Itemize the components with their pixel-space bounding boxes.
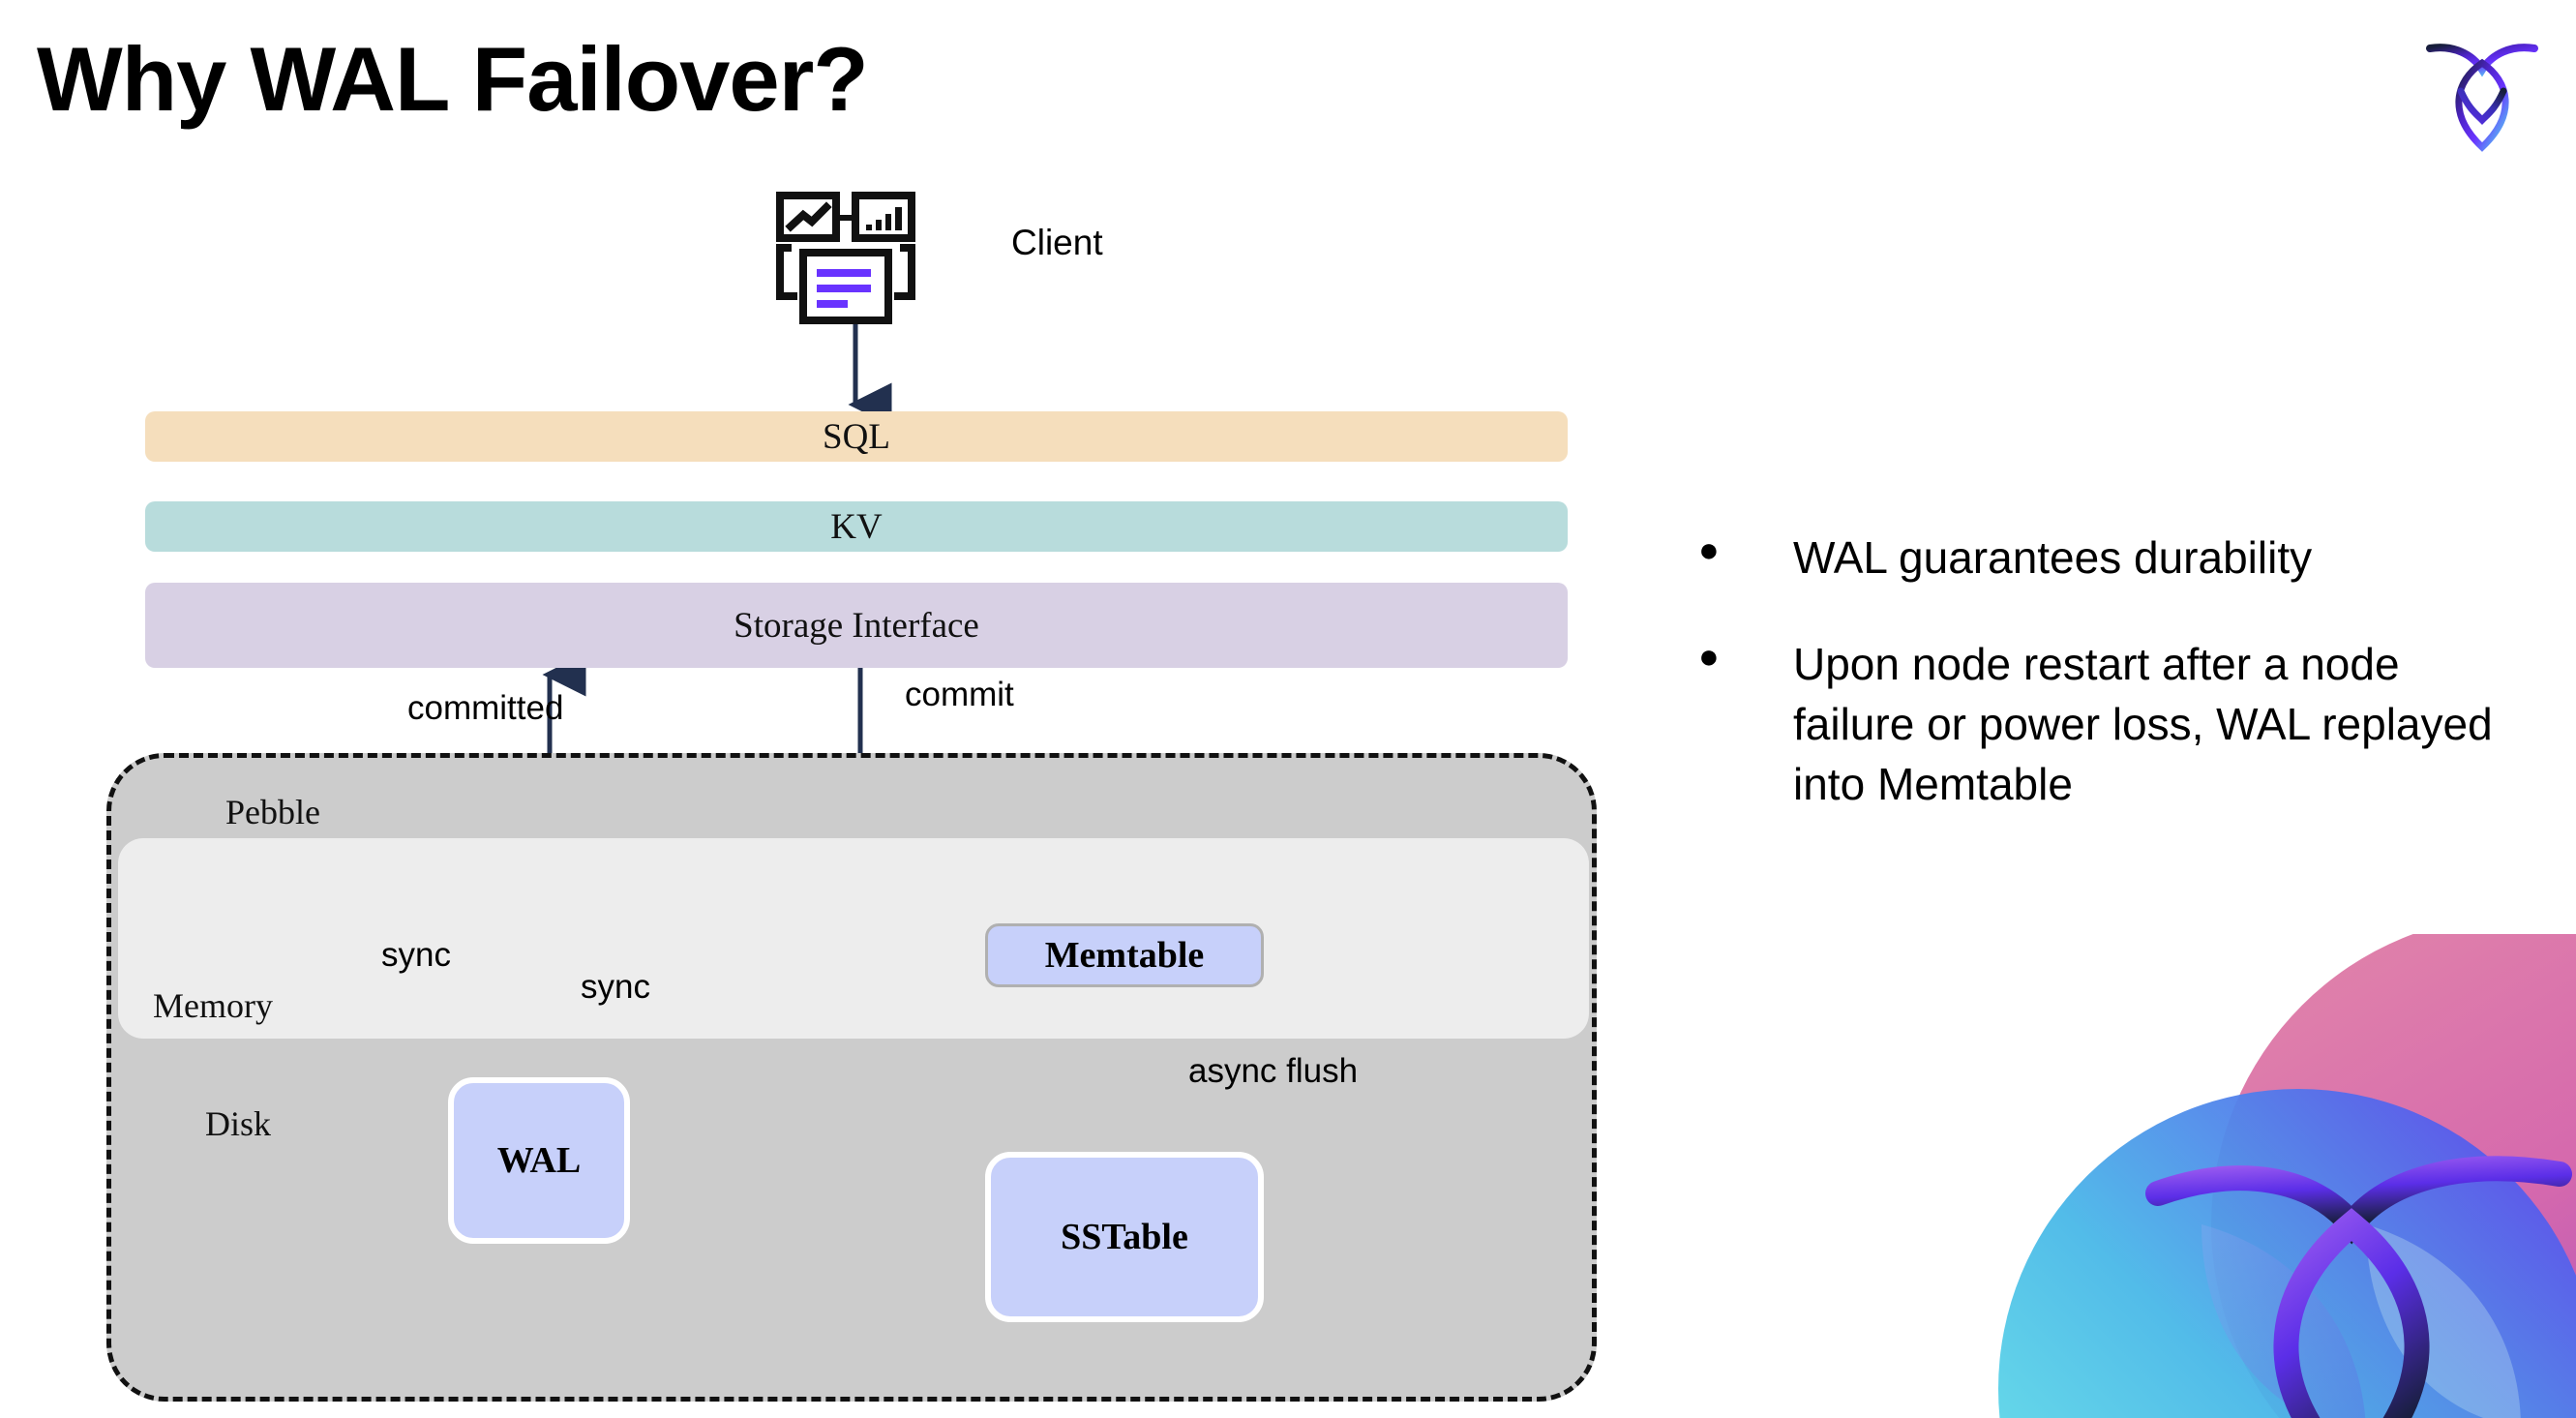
bullet-list: ● WAL guarantees durability ● Upon node … [1698, 528, 2501, 860]
layer-storage-interface[interactable]: Storage Interface [145, 583, 1568, 668]
architecture-diagram: Client SQL KV Storage Interface Pebble M… [106, 192, 1597, 1402]
pebble-label: Pebble [225, 793, 320, 831]
cockroach-labs-logo-icon [2424, 31, 2540, 152]
edge-label-committed: committed [407, 689, 564, 727]
layer-sql[interactable]: SQL [145, 411, 1568, 462]
list-item: ● Upon node restart after a node failure… [1698, 634, 2501, 814]
list-item: ● WAL guarantees durability [1698, 528, 2501, 588]
edge-label-async-flush: async flush [1188, 1052, 1359, 1090]
bullet-marker-icon: ● [1698, 636, 1720, 677]
node-sstable[interactable]: SSTable [985, 1152, 1264, 1322]
memory-label: Memory [153, 986, 273, 1025]
edge-label-commit: commit [905, 676, 1014, 713]
bullet-text: WAL guarantees durability [1793, 532, 2313, 583]
node-wal[interactable]: WAL [448, 1077, 630, 1244]
client-dashboard-icon [774, 192, 929, 327]
memory-zone [118, 838, 1589, 1039]
layer-kv[interactable]: KV [145, 501, 1568, 552]
client-label: Client [1011, 223, 1103, 262]
bullet-text: Upon node restart after a node failure o… [1793, 639, 2493, 810]
page-title: Why WAL Failover? [37, 28, 869, 130]
disk-label: Disk [205, 1104, 272, 1143]
bullet-marker-icon: ● [1698, 529, 1720, 569]
edge-label-sync-left: sync [381, 936, 451, 974]
node-memtable[interactable]: Memtable [985, 923, 1264, 987]
edge-label-sync-right: sync [581, 968, 650, 1006]
decorative-logo-watermark [1979, 934, 2576, 1418]
